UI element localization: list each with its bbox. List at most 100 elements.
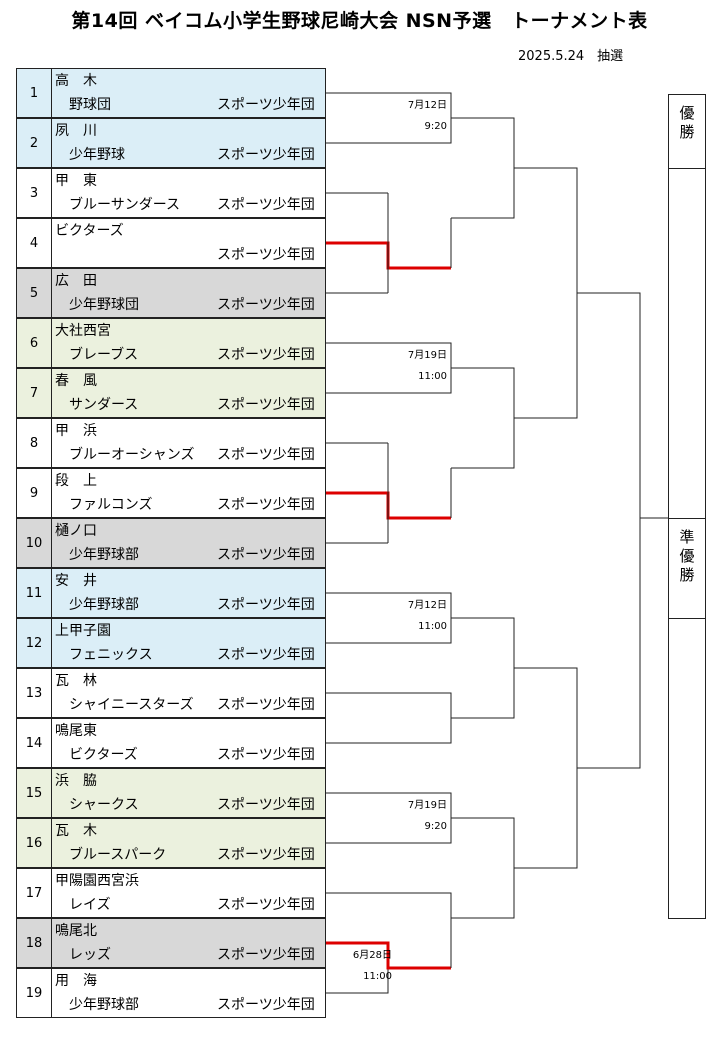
team-name-line1: 段 上 [55, 473, 97, 489]
match-time: 11:00 [418, 371, 447, 382]
team-affiliation: スポーツ少年団 [217, 97, 315, 113]
team-name-line1: 春 風 [55, 373, 97, 389]
team-name-line1: 鳴尾東 [55, 723, 97, 739]
team-affiliation: スポーツ少年団 [217, 197, 315, 213]
team-affiliation: スポーツ少年団 [217, 847, 315, 863]
runner-up-box: 準優勝 [668, 518, 706, 619]
match-date: 7月12日 [407, 100, 447, 111]
team-number: 15 [17, 769, 52, 817]
team-number: 17 [17, 869, 52, 917]
champion-blank [668, 168, 706, 519]
team-name-line2: 少年野球部 [69, 597, 139, 613]
team-affiliation: スポーツ少年団 [217, 297, 315, 313]
team-number: 14 [17, 719, 52, 767]
team-name-line1: 鳴尾北 [55, 923, 97, 939]
bracket-line [514, 667, 578, 869]
team-name-line2: ビクターズ [69, 747, 138, 763]
bracket-line [451, 617, 515, 719]
team-affiliation: スポーツ少年団 [217, 247, 315, 263]
bracket-line [326, 892, 452, 968]
bracket-line [577, 292, 641, 769]
team-name-line2: レッズ [69, 947, 111, 963]
draw-date: 2025.5.24 抽選 [518, 49, 624, 64]
bracket-line [451, 117, 515, 219]
match-schedule: 7月19日 9:20 [375, 796, 447, 832]
match-schedule: 7月19日 11:00 [375, 346, 447, 382]
team-name-line2: シャイニースターズ [69, 697, 194, 713]
team-name-line2: 少年野球部 [69, 547, 139, 563]
winner-line [326, 941, 451, 970]
page-title: 第14回 ベイコム小学生野球尼崎大会 NSN予選 トーナメント表 [71, 10, 648, 32]
team-name-line1: 甲 浜 [55, 423, 97, 439]
team-number: 19 [17, 969, 52, 1017]
team-affiliation: スポーツ少年団 [217, 147, 315, 163]
team-name-line1: 甲陽園西宮浜 [55, 873, 139, 889]
team-affiliation: スポーツ少年団 [217, 647, 315, 663]
bracket-line [451, 817, 515, 919]
bracket-line [326, 692, 452, 744]
team-affiliation: スポーツ少年団 [217, 747, 315, 763]
match-schedule: 6月28日 11:00 [320, 946, 392, 982]
match-date: 7月19日 [407, 350, 447, 361]
champion-box: 優勝 [668, 94, 706, 169]
team-affiliation: スポーツ少年団 [217, 897, 315, 913]
team-number: 13 [17, 669, 52, 717]
team-number: 2 [17, 119, 52, 167]
team-affiliation: スポーツ少年団 [217, 947, 315, 963]
team-name-line1: 夙 川 [55, 123, 97, 139]
team-name-line1: 浜 脇 [55, 773, 97, 789]
bracket-line [451, 367, 515, 469]
team-number: 3 [17, 169, 52, 217]
runner-up-blank [668, 618, 706, 919]
team-number: 8 [17, 419, 52, 467]
team-affiliation: スポーツ少年団 [217, 397, 315, 413]
team-name-line1: 高 木 [55, 73, 97, 89]
match-time: 9:20 [424, 821, 447, 832]
team-name-line1: ビクターズ [55, 223, 124, 239]
team-name-line2: シャークス [69, 797, 139, 813]
team-name-line1: 大社西宮 [55, 323, 111, 339]
team-affiliation: スポーツ少年団 [217, 997, 315, 1013]
team-name-line2: 野球団 [69, 97, 111, 113]
match-time: 11:00 [363, 971, 392, 982]
team-name-line1: 用 海 [55, 973, 97, 989]
team-name-line1: 樋ノ口 [55, 523, 97, 539]
match-date: 7月12日 [407, 600, 447, 611]
team-name-line2: ブルーオーシャンズ [69, 447, 195, 463]
team-name-line2: ブレーブス [69, 347, 139, 363]
team-number: 4 [17, 219, 52, 267]
team-name-line2: サンダース [69, 397, 139, 413]
team-name-line1: 瓦 林 [55, 673, 97, 689]
team-affiliation: スポーツ少年団 [217, 497, 315, 513]
team-affiliation: スポーツ少年団 [217, 597, 315, 613]
team-name-line1: 広 田 [55, 273, 97, 289]
team-number: 16 [17, 819, 52, 867]
team-number: 7 [17, 369, 52, 417]
team-name-line2: フェニックス [69, 647, 153, 663]
match-date: 6月28日 [352, 950, 392, 961]
team-affiliation: スポーツ少年団 [217, 797, 315, 813]
match-time: 11:00 [418, 621, 447, 632]
runner-up-label: 準優勝 [677, 529, 696, 586]
match-date: 7月19日 [407, 800, 447, 811]
team-name-line2: 少年野球団 [69, 297, 139, 313]
team-name-line1: 安 井 [55, 573, 97, 589]
team-affiliation: スポーツ少年団 [217, 447, 315, 463]
